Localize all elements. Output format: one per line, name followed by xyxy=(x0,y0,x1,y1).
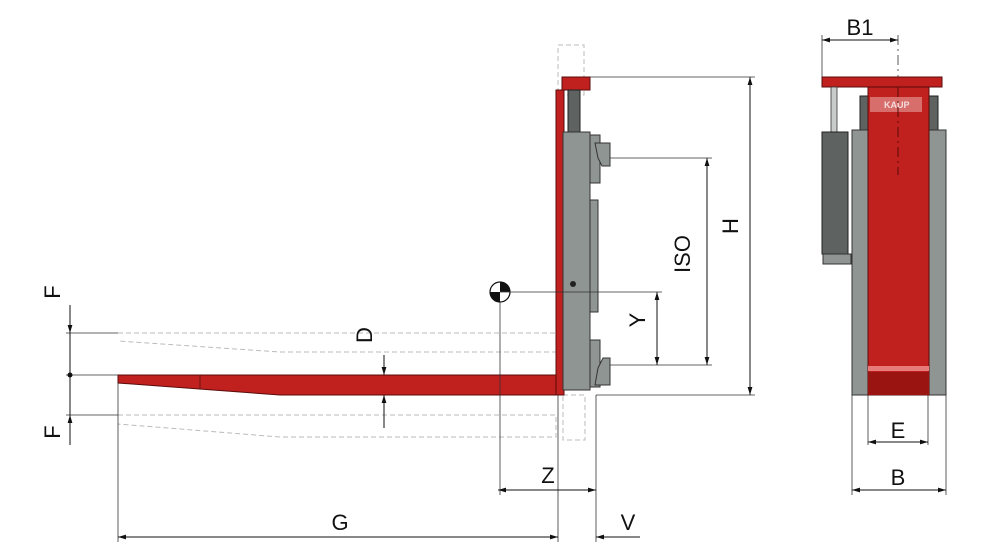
kaup-logo xyxy=(870,97,922,112)
label-B: B xyxy=(891,465,906,490)
label-ISO: ISO xyxy=(670,235,695,273)
front-view: KAUP xyxy=(821,76,947,396)
pivot-bolt xyxy=(570,281,576,287)
ghost-bottom-block xyxy=(562,394,586,441)
carriage xyxy=(562,131,591,391)
ghost-fork-upper xyxy=(117,332,557,353)
side-view xyxy=(117,76,611,396)
lower-hook xyxy=(594,357,611,386)
cylinder-mount xyxy=(822,253,852,265)
cylinder-rod xyxy=(567,89,581,133)
top-plate xyxy=(821,76,943,88)
label-V: V xyxy=(621,510,636,535)
label-D: D xyxy=(352,327,377,343)
label-Y: Y xyxy=(625,312,650,327)
main-body xyxy=(867,86,930,396)
label-H: H xyxy=(718,218,743,234)
label-G: G xyxy=(331,510,348,535)
right-side-plate xyxy=(928,129,947,396)
upper-hook xyxy=(594,142,611,167)
kaup-logo-text: KAUP xyxy=(884,100,910,110)
top-block xyxy=(561,76,591,91)
left-side-plate xyxy=(851,129,869,396)
label-F-top: F xyxy=(40,285,65,298)
label-B1: B1 xyxy=(847,15,874,40)
ghost-fork-lower xyxy=(117,414,557,438)
label-Z: Z xyxy=(541,463,554,488)
label-F-bottom: F xyxy=(40,425,65,438)
hydraulic-cylinder xyxy=(821,131,849,255)
middle-plate xyxy=(589,199,599,313)
label-E: E xyxy=(891,418,906,443)
fork xyxy=(117,366,564,396)
cylinder-rod-front xyxy=(830,86,838,133)
right-rail xyxy=(928,95,939,135)
